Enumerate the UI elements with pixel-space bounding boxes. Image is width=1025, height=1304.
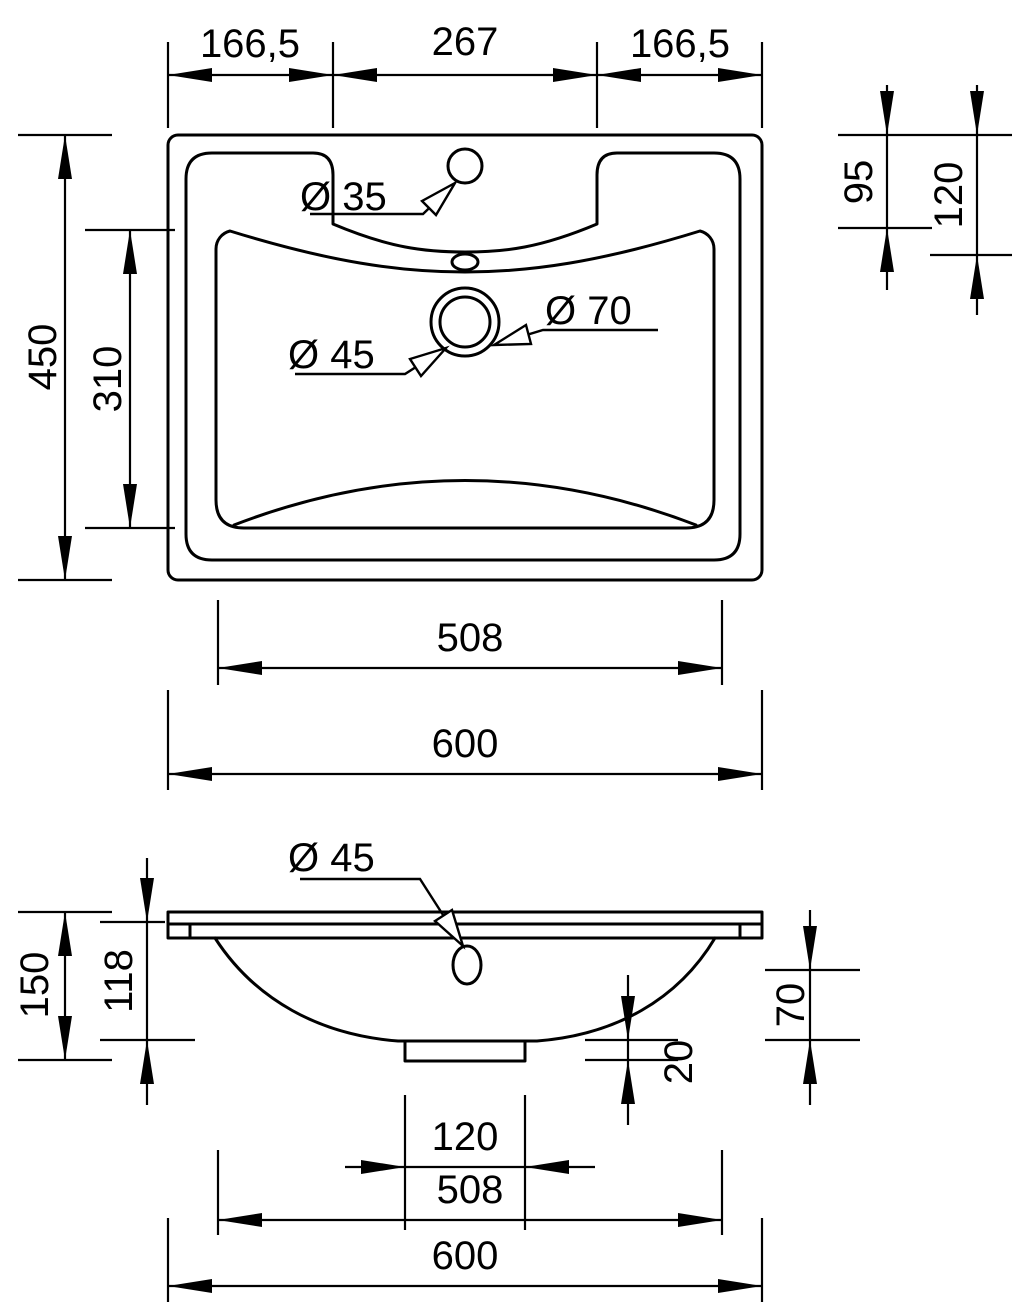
- dim-section-depth-118: 118: [97, 858, 195, 1105]
- dim-section-height-150: 150: [13, 910, 112, 1062]
- dim-overall-depth-450: 450: [18, 133, 112, 582]
- top-view-leaders: [295, 179, 658, 378]
- dim-top-overall-width-600: 600: [166, 690, 764, 790]
- dim-top-basin-width-508: 508: [216, 600, 724, 685]
- dim-label-150: 150: [13, 952, 57, 1019]
- dim-label-508-top: 508: [437, 616, 504, 660]
- dim-outlet-height-20: 20: [585, 975, 701, 1125]
- drain-inner-leader-arrow-icon: [408, 345, 450, 378]
- drain-outer-leader-arrow-icon: [489, 323, 533, 347]
- section-view: [166, 910, 764, 1063]
- top-view: [166, 133, 764, 582]
- section-leader: [300, 877, 466, 950]
- drain-outer-circle: [429, 286, 501, 358]
- label-drain-outer-diameter: Ø 70: [545, 289, 632, 333]
- dim-label-118: 118: [97, 949, 141, 1013]
- section-rim-slab: [166, 910, 764, 940]
- dim-label-120-right: 120: [927, 162, 971, 229]
- dim-label-310: 310: [86, 346, 130, 413]
- dim-label-20: 20: [657, 1040, 701, 1085]
- dim-label-267: 267: [432, 20, 499, 64]
- dim-top-width-chain: 166,5 267 166,5: [166, 20, 764, 128]
- label-section-drain-diameter: Ø 45: [288, 836, 375, 880]
- dim-section-right-70: 70: [765, 910, 860, 1105]
- dim-section-basin-width-508: 508: [216, 1150, 724, 1235]
- dim-label-95: 95: [837, 160, 881, 205]
- dim-label-600-top: 600: [432, 722, 499, 766]
- faucet-leader-arrow-icon: [420, 179, 459, 217]
- dim-right-offset-120: 120: [927, 85, 1012, 315]
- section-bowl-curve: [213, 936, 717, 1043]
- dim-label-120-bottom: 120: [432, 1115, 499, 1159]
- drain-inner-circle: [438, 295, 492, 349]
- dim-label-70: 70: [769, 983, 813, 1028]
- dim-basin-depth-310: 310: [85, 228, 175, 530]
- overflow-hole: [450, 252, 480, 272]
- dim-right-offset-95: 95: [837, 85, 1012, 290]
- faucet-hole-circle: [446, 147, 484, 185]
- top-view-basin-edge: [214, 229, 716, 530]
- dim-section-overall-width-600: 600: [166, 1218, 764, 1302]
- label-faucet-diameter: Ø 35: [300, 175, 387, 219]
- dim-label-166-5-left: 166,5: [200, 22, 300, 66]
- top-view-inner-rim: [184, 151, 742, 562]
- top-view-bottom-arc: [232, 479, 698, 527]
- dim-label-508-bottom: 508: [437, 1168, 504, 1212]
- section-outlet-stub: [403, 1039, 527, 1063]
- top-view-outer-outline: [166, 133, 764, 582]
- dim-label-450: 450: [21, 324, 65, 391]
- dim-label-600-bottom: 600: [432, 1234, 499, 1278]
- dim-outlet-width-120: 120: [345, 1095, 595, 1230]
- label-drain-inner-diameter: Ø 45: [288, 333, 375, 377]
- dim-label-166-5-right: 166,5: [630, 22, 730, 66]
- section-drain-hole: [451, 944, 483, 986]
- section-drain-leader-arrow-icon: [433, 908, 466, 950]
